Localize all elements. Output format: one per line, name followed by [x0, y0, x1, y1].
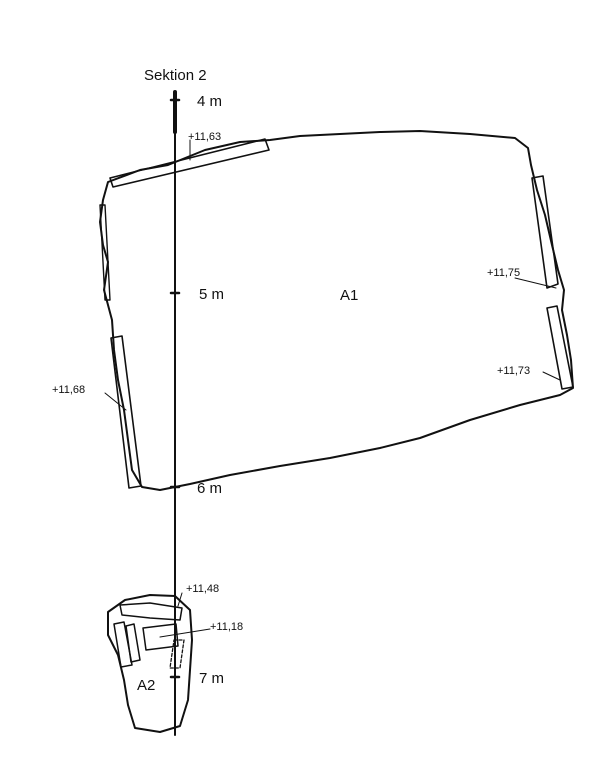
- feature-label-a1: A1: [340, 287, 358, 304]
- stone-plank-top: [109, 138, 270, 188]
- stone-a2-right: [169, 639, 185, 669]
- elevation-label: +11,73: [497, 365, 530, 377]
- feature-a1-outline: [99, 130, 574, 491]
- stone-plank-right-lower: [546, 305, 574, 390]
- feature-label-a2: A2: [137, 677, 155, 694]
- stone-plank-left-edge: [99, 204, 111, 301]
- stone-a2-top: [119, 602, 183, 621]
- elevation-label: +11,68: [52, 384, 85, 396]
- elevation-label: +11,18: [210, 621, 243, 633]
- stone-a2-center: [142, 623, 179, 651]
- scale-marker-5m: 5 m: [199, 286, 224, 303]
- elevation-label: +11,63: [188, 131, 221, 143]
- elevation-leaders: [104, 139, 561, 638]
- feature-a2: [107, 594, 193, 733]
- elevation-label: +11,75: [487, 267, 520, 279]
- feature-a1-stones: [99, 138, 574, 489]
- scale-marker-6m: 6 m: [197, 480, 222, 497]
- scale-marker-4m: 4 m: [197, 93, 222, 110]
- stone-plank-right-upper: [531, 175, 559, 289]
- stone-a2-left-2: [125, 623, 141, 663]
- section-label: Sektion 2: [144, 67, 207, 84]
- stone-a2-left: [113, 621, 133, 668]
- scale-marker-7m: 7 m: [199, 670, 224, 687]
- stone-plank-left: [110, 335, 142, 489]
- elevation-label: +11,48: [186, 583, 219, 595]
